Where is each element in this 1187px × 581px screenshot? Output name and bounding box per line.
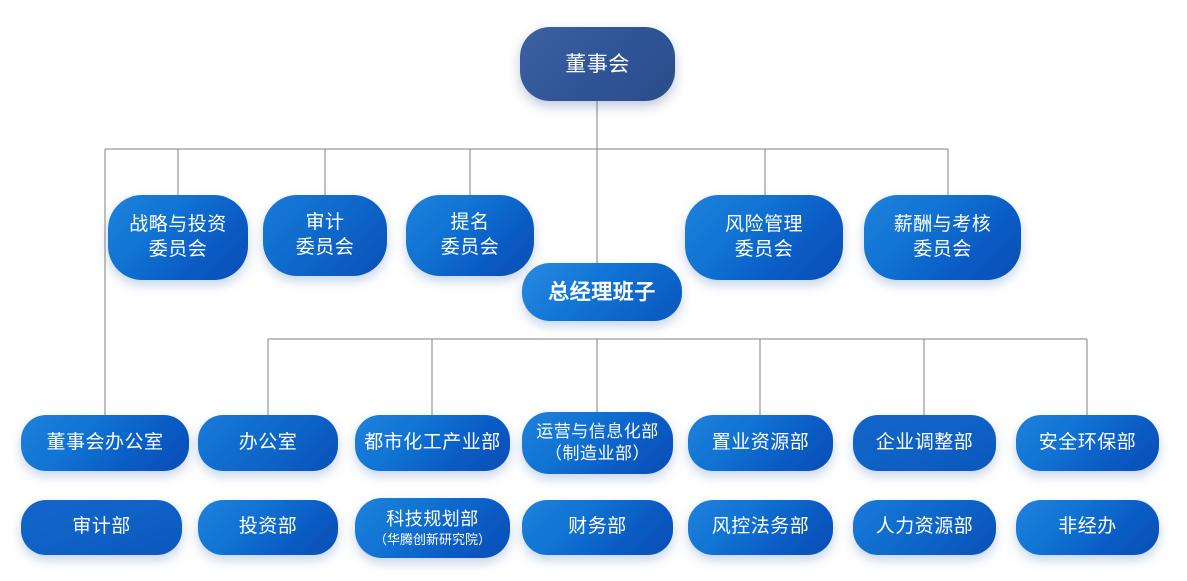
node-label-line2: 委员会 — [295, 236, 355, 258]
node-label: 董事会 — [565, 51, 630, 76]
node-dept-technology-planning[interactable]: 科技规划部 （华腾创新研究院） — [355, 498, 510, 558]
node-label-line1: 薪酬与考核 — [893, 214, 992, 236]
node-committee-audit[interactable]: 审计 委员会 — [263, 195, 387, 276]
node-label-line2: 委员会 — [734, 238, 794, 260]
node-label: 审计部 — [72, 516, 131, 538]
node-label: 安全环保部 — [1038, 431, 1137, 453]
node-dept-human-resources[interactable]: 人力资源部 — [853, 500, 996, 555]
node-label: 总经理班子 — [548, 279, 656, 304]
node-label-sub: （制造业部） — [545, 444, 650, 463]
node-label: 人力资源部 — [875, 516, 974, 538]
node-dept-property-resources[interactable]: 置业资源部 — [688, 415, 833, 471]
node-label-line1: 战略与投资 — [129, 214, 227, 236]
node-label-sub: （华腾创新研究院） — [373, 531, 491, 547]
node-committee-risk-management[interactable]: 风险管理 委员会 — [685, 195, 843, 280]
node-label: 都市化工产业部 — [364, 431, 501, 453]
node-dept-audit[interactable]: 审计部 — [21, 500, 182, 555]
node-label: 董事会办公室 — [46, 431, 164, 453]
node-label-line1: 风险管理 — [724, 214, 803, 236]
node-label: 非经办 — [1058, 516, 1117, 538]
node-label-line1: 提名 — [450, 212, 490, 234]
node-dept-office[interactable]: 办公室 — [198, 415, 338, 471]
node-general-manager-team[interactable]: 总经理班子 — [522, 263, 682, 321]
node-label-line2: 委员会 — [440, 236, 500, 258]
node-label-line2: 委员会 — [913, 238, 972, 260]
node-label: 置业资源部 — [711, 431, 810, 453]
node-dept-safety-environmental[interactable]: 安全环保部 — [1016, 415, 1159, 471]
node-label: 运营与信息化部 — [536, 422, 659, 442]
node-label: 企业调整部 — [875, 431, 974, 453]
node-board-of-directors[interactable]: 董事会 — [520, 27, 675, 101]
node-label: 财务部 — [568, 516, 627, 538]
node-committee-strategy-investment[interactable]: 战略与投资 委员会 — [108, 195, 248, 280]
node-dept-operations-informatization[interactable]: 运营与信息化部 （制造业部） — [522, 412, 673, 474]
node-dept-investment[interactable]: 投资部 — [198, 500, 338, 555]
node-label: 风控法务部 — [711, 516, 810, 538]
node-label: 投资部 — [238, 516, 298, 538]
node-dept-board-office[interactable]: 董事会办公室 — [21, 415, 189, 471]
node-dept-urban-chemical-industry[interactable]: 都市化工产业部 — [355, 415, 510, 471]
node-label-line2: 委员会 — [148, 238, 208, 260]
node-label-line1: 审计 — [305, 212, 345, 234]
node-committee-compensation-assessment[interactable]: 薪酬与考核 委员会 — [864, 195, 1021, 280]
node-dept-risk-control-legal[interactable]: 风控法务部 — [688, 500, 833, 555]
node-dept-non-operating[interactable]: 非经办 — [1016, 500, 1159, 555]
node-label: 办公室 — [238, 431, 298, 453]
node-label: 科技规划部 — [386, 508, 479, 529]
node-committee-nomination[interactable]: 提名 委员会 — [406, 195, 534, 276]
node-dept-finance[interactable]: 财务部 — [522, 500, 673, 555]
node-dept-enterprise-restructuring[interactable]: 企业调整部 — [853, 415, 996, 471]
